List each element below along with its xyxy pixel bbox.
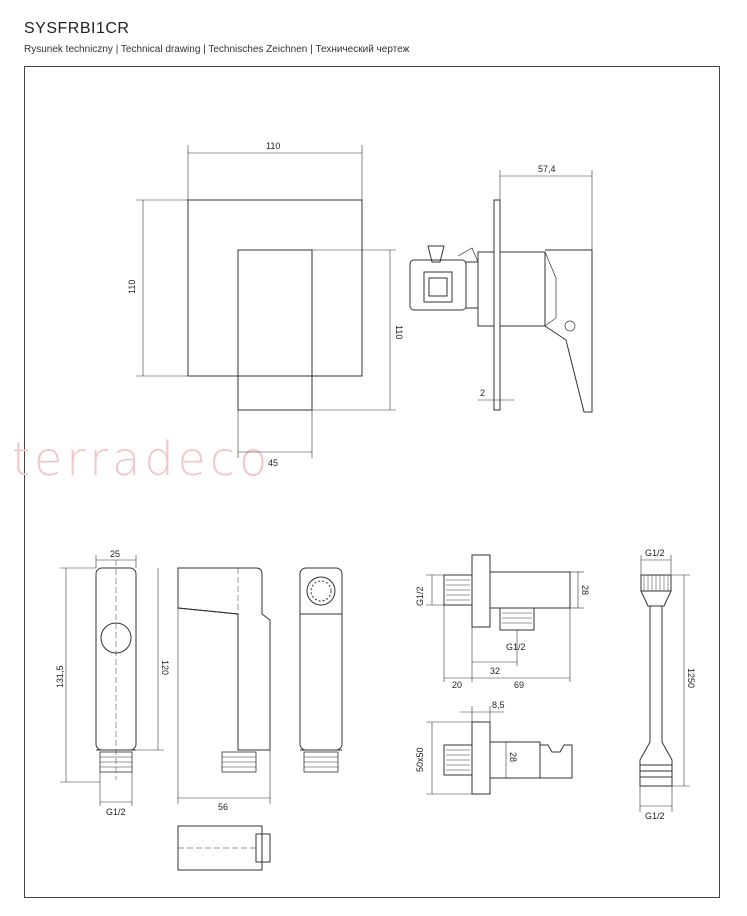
dim-front-width: 110 — [266, 141, 280, 151]
dim-holder-height: 28 — [508, 752, 518, 762]
dim-elbow-outlet: G1/2 — [506, 642, 526, 652]
dim-elbow-inner: 32 — [490, 666, 500, 676]
dim-spray-body-height: 120 — [160, 660, 170, 675]
dim-elbow-total: 69 — [514, 680, 524, 690]
watermark: terradeco — [12, 432, 272, 486]
dim-spray-total-height: 131,5 — [55, 665, 65, 688]
dim-spray-width: 25 — [110, 549, 120, 559]
spray-bottom-view — [177, 825, 271, 871]
dim-front-height: 110 — [127, 280, 137, 294]
hose-view — [639, 555, 690, 812]
dim-elbow-height: 28 — [580, 585, 590, 595]
product-code: SYSFRBI1CR — [24, 20, 130, 37]
dim-hose-thread-top: G1/2 — [645, 548, 665, 558]
dim-hose-length: 1250 — [686, 668, 696, 688]
dim-elbow-thread-length: 20 — [452, 680, 462, 690]
wall-holder-view — [426, 706, 573, 795]
dim-holder-size: 50x50 — [415, 747, 425, 772]
dim-holder-offset: 8,5 — [492, 700, 505, 710]
dim-hose-thread-bottom: G1/2 — [645, 811, 665, 821]
dim-side-depth: 57,4 — [538, 164, 556, 174]
front-view — [136, 145, 396, 458]
spray-side-view — [177, 567, 271, 804]
dim-handle-width: 45 — [268, 458, 278, 468]
drawing-subtitle: Rysunek techniczny | Technical drawing |… — [24, 44, 410, 55]
spray-front-view — [60, 555, 164, 806]
dim-spray-side-length: 56 — [218, 802, 228, 812]
dim-elbow-thread: G1/2 — [415, 586, 425, 606]
drawing-frame — [24, 66, 720, 898]
side-view — [409, 170, 593, 413]
spray-head-view — [299, 567, 343, 773]
wall-elbow-view — [426, 554, 584, 682]
dim-handle-height: 110 — [394, 325, 404, 339]
dim-plate-thickness: 2 — [480, 388, 485, 398]
dim-spray-thread: G1/2 — [106, 807, 126, 817]
